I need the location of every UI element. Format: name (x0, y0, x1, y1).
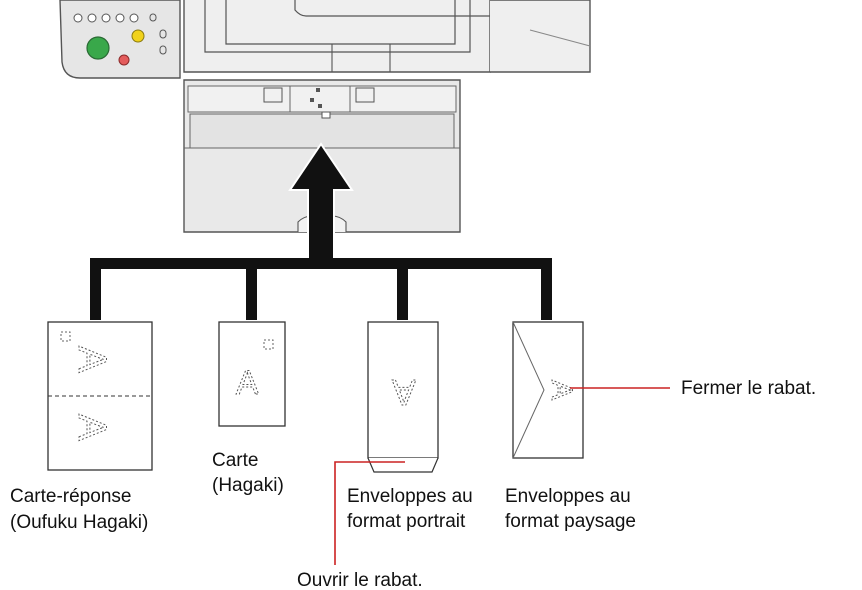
operation-panel (59, 0, 181, 79)
card-label-line2: (Hagaki) (212, 475, 284, 496)
card-label-line1: Carte (212, 450, 258, 471)
reply-card-label-line2: (Oufuku Hagaki) (10, 512, 148, 533)
portrait-envelope-label-line1: Enveloppes au (347, 486, 473, 507)
landscape-envelope-label-line1: Enveloppes au (505, 486, 631, 507)
stop-button-icon (131, 29, 145, 43)
open-flap-label: Ouvrir le rabat. (297, 570, 423, 590)
callouts (334, 387, 670, 565)
open-flap-leader (334, 461, 405, 565)
reply-card-label-line1: Carte-réponse (10, 486, 131, 507)
connector-tree (90, 142, 552, 320)
portrait-envelope-label-line2: format portrait (347, 511, 466, 532)
glyph-a-icon: A (545, 380, 578, 400)
glyph-a-icon: A (70, 414, 114, 441)
machine-body (183, 0, 591, 73)
glyph-a-icon: A (236, 364, 259, 402)
reset-button-icon (118, 54, 130, 66)
portrait-envelope-illustration: A (367, 321, 439, 473)
card-illustration: A (218, 321, 286, 427)
close-flap-label: Fermer le rabat. (681, 378, 816, 399)
landscape-envelope-illustration: A (512, 321, 584, 459)
reply-card-illustration: A A (47, 321, 153, 471)
landscape-envelope-label-line2: format paysage (505, 511, 636, 532)
labels: Carte-réponse (Oufuku Hagaki) Carte (Hag… (10, 378, 816, 590)
start-button-icon (86, 36, 110, 60)
glyph-a-icon: A (70, 346, 114, 373)
glyph-a-icon: A (392, 372, 416, 413)
